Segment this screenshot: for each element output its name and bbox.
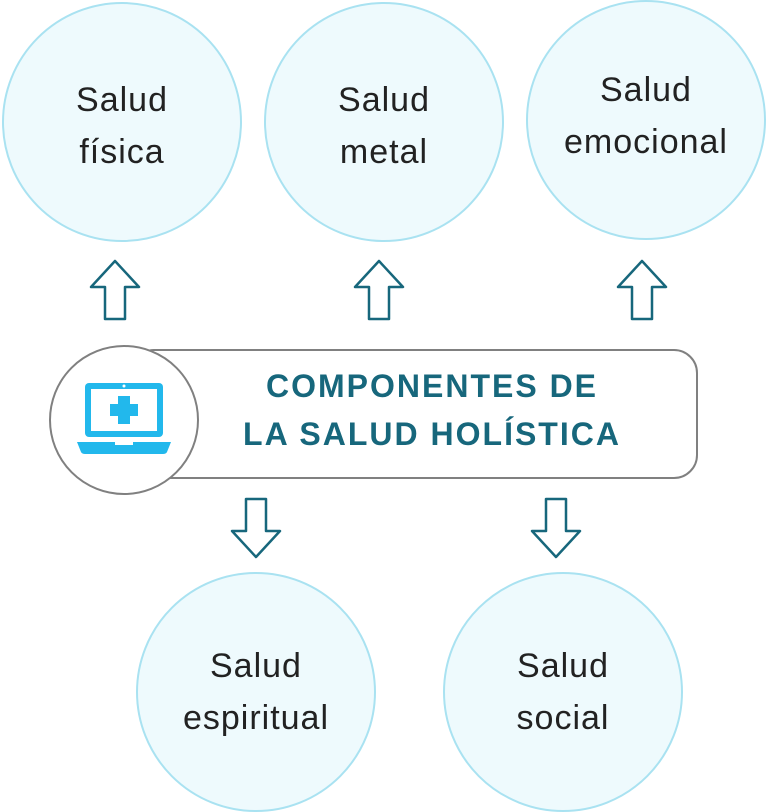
component-salud-emocional: Salud emocional <box>526 0 766 240</box>
component-label-line2: física <box>79 133 165 171</box>
arrow-up-icon <box>616 259 668 321</box>
center-banner <box>130 349 698 479</box>
center-title-line1: COMPONENTES DE <box>265 368 599 404</box>
arrow-down-icon <box>530 497 582 559</box>
component-label-line1: Salud <box>600 71 692 109</box>
component-label-line1: Salud <box>338 81 430 119</box>
component-salud-fisica: Salud física <box>2 2 242 242</box>
arrow-up-icon <box>89 259 141 321</box>
center-title-line2: LA SALUD HOLÍSTICA <box>243 416 621 452</box>
component-label-line2: emocional <box>564 123 728 161</box>
component-label-line1: Salud <box>517 647 609 685</box>
center-badge <box>49 345 199 495</box>
component-salud-espiritual: Salud espiritual <box>136 572 376 812</box>
component-label-line2: espiritual <box>182 699 330 737</box>
component-label-line1: Salud <box>210 647 302 685</box>
arrow-up-icon <box>353 259 405 321</box>
component-label-line1: Salud <box>76 81 168 119</box>
component-label-line2: metal <box>339 133 429 171</box>
laptop-medical-cross-icon <box>77 383 171 454</box>
component-label-line2: social <box>516 699 610 737</box>
center-title: COMPONENTES DE LA SALUD HOLÍSTICA <box>200 362 664 458</box>
component-salud-social: Salud social <box>443 572 683 812</box>
arrow-down-icon <box>230 497 282 559</box>
component-salud-metal: Salud metal <box>264 2 504 242</box>
